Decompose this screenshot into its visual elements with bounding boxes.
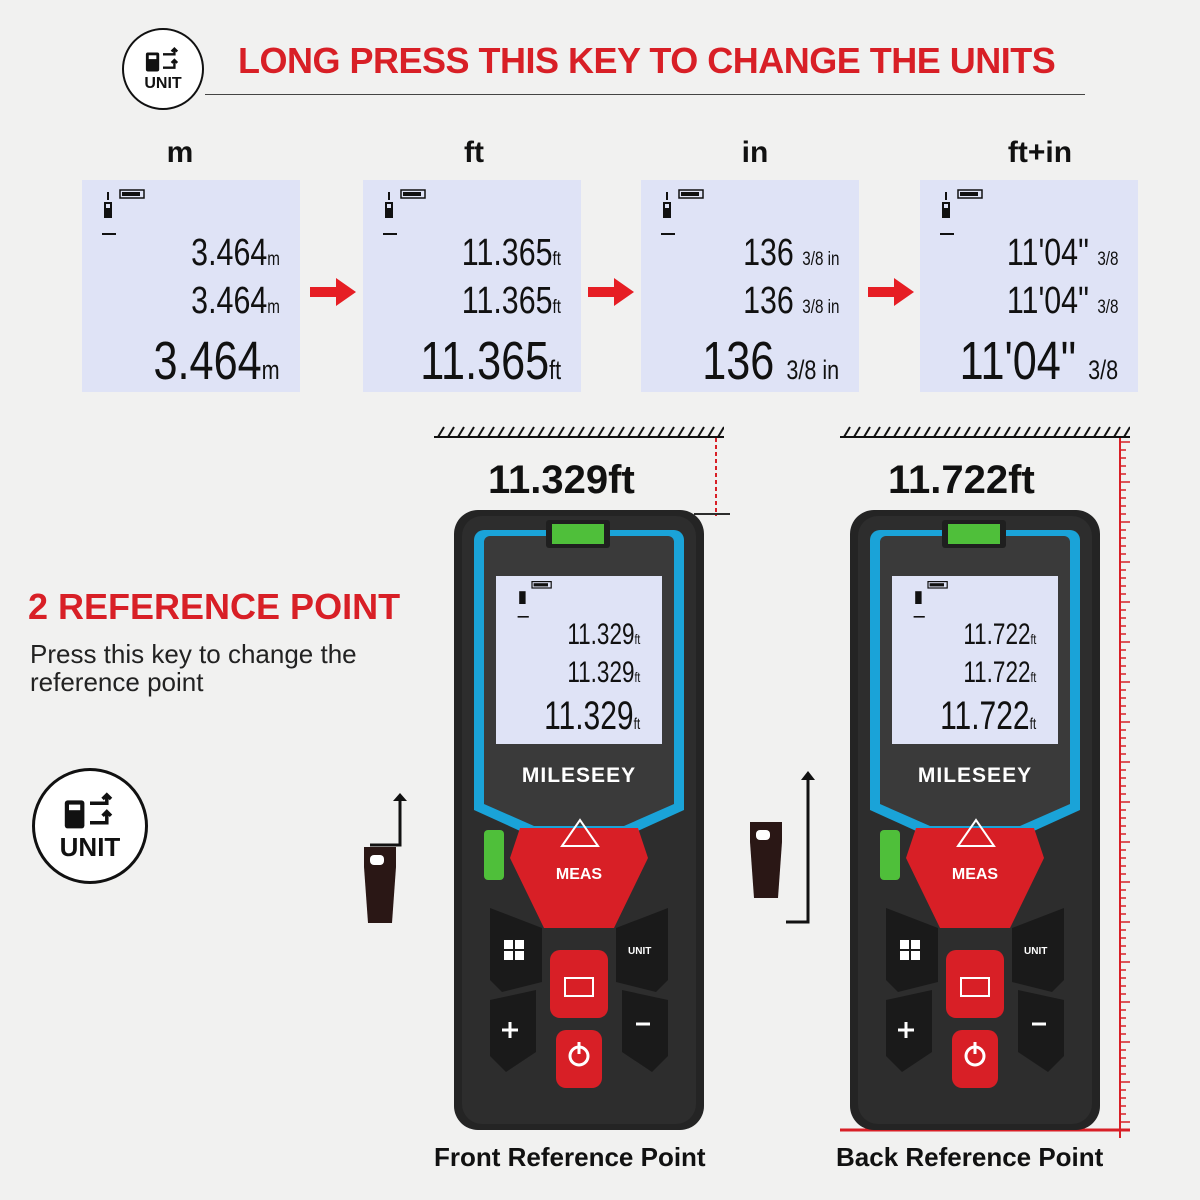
measurement-ruler <box>1119 438 1130 1138</box>
page-headline: LONG PRESS THIS KEY TO CHANGE THE UNITS <box>238 40 1056 81</box>
right-arrow-icon <box>868 278 914 306</box>
measured-distance: 11.722ft <box>888 458 1035 502</box>
lcd-row-2: 11.722ft <box>963 656 1036 689</box>
lcd-row-2: 136 3/8 in <box>742 280 839 322</box>
lcd-row-1: 11.329ft <box>567 618 640 651</box>
lcd-row-1: 11.722ft <box>963 618 1036 651</box>
lcd-panel-m: 3.464m 3.464m 3.464m <box>82 180 300 392</box>
laser-status-icon <box>940 189 983 235</box>
lcd-row-2: 3.464m <box>191 280 280 322</box>
unit-key-label[interactable]: UNIT <box>628 946 652 957</box>
unit-badge-text: UNIT <box>59 832 121 862</box>
lcd-row-3: 136 3/8 in <box>702 331 839 391</box>
measured-distance: 11.329ft <box>488 458 635 502</box>
lcd-row-3: 11.722ft <box>939 694 1036 738</box>
lcd-row-1: 3.464m <box>191 232 280 274</box>
lcd-row-1: 11'04" 3/8 <box>1006 232 1118 274</box>
laser-distance-meter-front <box>454 510 704 1130</box>
unit-label-ft: ft <box>464 136 484 169</box>
laser-status-icon <box>517 581 552 618</box>
unit-label-in: in <box>741 136 769 169</box>
lcd-row-2: 11'04" 3/8 <box>1006 280 1118 322</box>
laser-status-icon <box>102 189 145 235</box>
lcd-row-2: 11.365ft <box>461 280 561 322</box>
unit-label-m: m <box>166 136 194 169</box>
ceiling-hatch <box>840 426 1130 438</box>
lcd-row-3: 11.329ft <box>543 694 640 738</box>
header-divider <box>205 94 1085 95</box>
unit-key-icon <box>145 46 179 72</box>
meas-button[interactable]: MEAS <box>951 866 999 883</box>
reference-line <box>694 513 730 515</box>
reference-description: Press this key to change the reference p… <box>30 639 357 697</box>
unit-key-badge-large: UNIT <box>32 768 148 884</box>
unit-badge-text: UNIT <box>144 75 182 92</box>
back-reference-caption: Back Reference Point <box>836 1142 1104 1172</box>
right-arrow-icon <box>588 278 634 306</box>
unit-key-badge: UNIT <box>122 28 204 110</box>
laser-status-icon <box>661 189 704 235</box>
device-brand: MILESEEY <box>917 764 1033 787</box>
device-brand: MILESEEY <box>521 764 637 787</box>
device-side-icon <box>750 771 815 924</box>
device-side-icon <box>364 793 407 923</box>
lcd-row-3: 3.464m <box>153 331 280 391</box>
measurement-ruler <box>715 438 717 516</box>
unit-label-ftin: ft+in <box>1007 136 1073 169</box>
unit-key-icon <box>64 792 113 829</box>
lcd-panel-in: 136 3/8 in 136 3/8 in 136 3/8 in <box>641 180 859 392</box>
ceiling-hatch <box>434 426 724 438</box>
laser-status-icon <box>913 581 948 618</box>
meas-button[interactable]: MEAS <box>555 866 603 883</box>
lcd-panel-ftin: 11'04" 3/8 11'04" 3/8 11'04" 3/8 <box>920 180 1138 392</box>
device-lcd-readout: 11.722ft 11.722ft 11.722ft <box>894 580 1054 744</box>
lcd-panel-ft: 11.365ft 11.365ft 11.365ft <box>363 180 581 392</box>
device-lcd-readout: 11.329ft 11.329ft 11.329ft <box>498 580 658 744</box>
unit-key-label[interactable]: UNIT <box>1024 946 1048 957</box>
lcd-row-3: 11.365ft <box>420 331 561 391</box>
reference-title: 2 REFERENCE POINT <box>28 586 401 627</box>
lcd-row-1: 136 3/8 in <box>742 232 839 274</box>
lcd-row-2: 11.329ft <box>567 656 640 689</box>
lcd-row-3: 11'04" 3/8 <box>959 331 1118 391</box>
right-arrow-icon <box>310 278 356 306</box>
front-reference-caption: Front Reference Point <box>434 1142 706 1172</box>
lcd-row-1: 11.365ft <box>461 232 561 274</box>
floor-line <box>840 1128 1130 1132</box>
laser-distance-meter-back <box>850 510 1100 1130</box>
laser-status-icon <box>383 189 426 235</box>
